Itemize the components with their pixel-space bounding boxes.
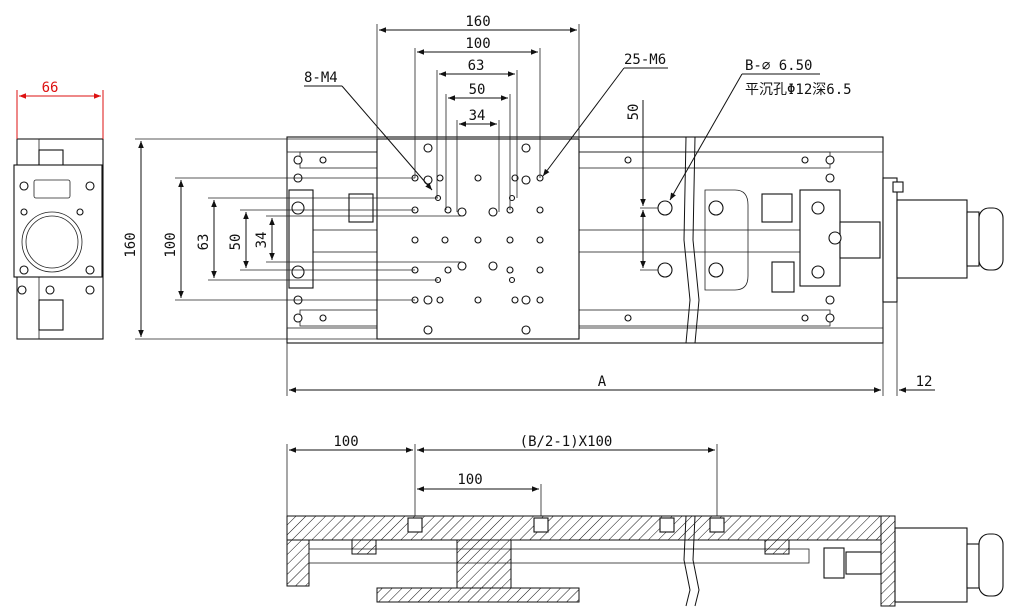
dim-63-top: 63	[468, 58, 485, 74]
base-holes	[291, 155, 842, 323]
dim-50-left: 50	[228, 234, 244, 251]
dim-100-top: 100	[465, 36, 490, 52]
side-view	[13, 90, 104, 340]
leader-lines	[304, 67, 820, 201]
dim-overall-length: A	[598, 374, 607, 390]
dim-50-top: 50	[469, 82, 486, 98]
dim-50-spacing: 50	[626, 104, 642, 121]
dim-100-left: 100	[163, 232, 179, 257]
callout-base-holes: B-∅ 6.50	[745, 58, 812, 74]
dim-63-left: 63	[196, 234, 212, 251]
carriage-holes	[411, 143, 544, 335]
hole-spacing-lines	[640, 100, 658, 271]
side-width-label: 66	[42, 80, 59, 96]
dim-160-left: 160	[123, 232, 139, 257]
section-view	[286, 515, 1004, 607]
dim-160-top: 160	[465, 14, 490, 30]
callout-8-m4: 8-M4	[304, 70, 338, 86]
bottom-dimension-lines	[286, 444, 718, 516]
dim-bottom-formula: (B/2-1)X100	[520, 434, 613, 450]
length-dimension-lines	[286, 302, 935, 396]
left-dimension-lines	[135, 138, 462, 340]
top-view	[286, 136, 1004, 344]
callout-counterbore: 平沉孔Φ12深6.5	[745, 82, 852, 98]
callout-25-m6: 25-M6	[624, 52, 666, 68]
dim-34-left: 34	[254, 232, 270, 249]
dim-bottom-first: 100	[333, 434, 358, 450]
dim-bottom-pitch: 100	[457, 472, 482, 488]
dim-34-top: 34	[469, 108, 486, 124]
top-dimension-lines	[376, 24, 580, 212]
dim-motor-offset: 12	[916, 374, 933, 390]
